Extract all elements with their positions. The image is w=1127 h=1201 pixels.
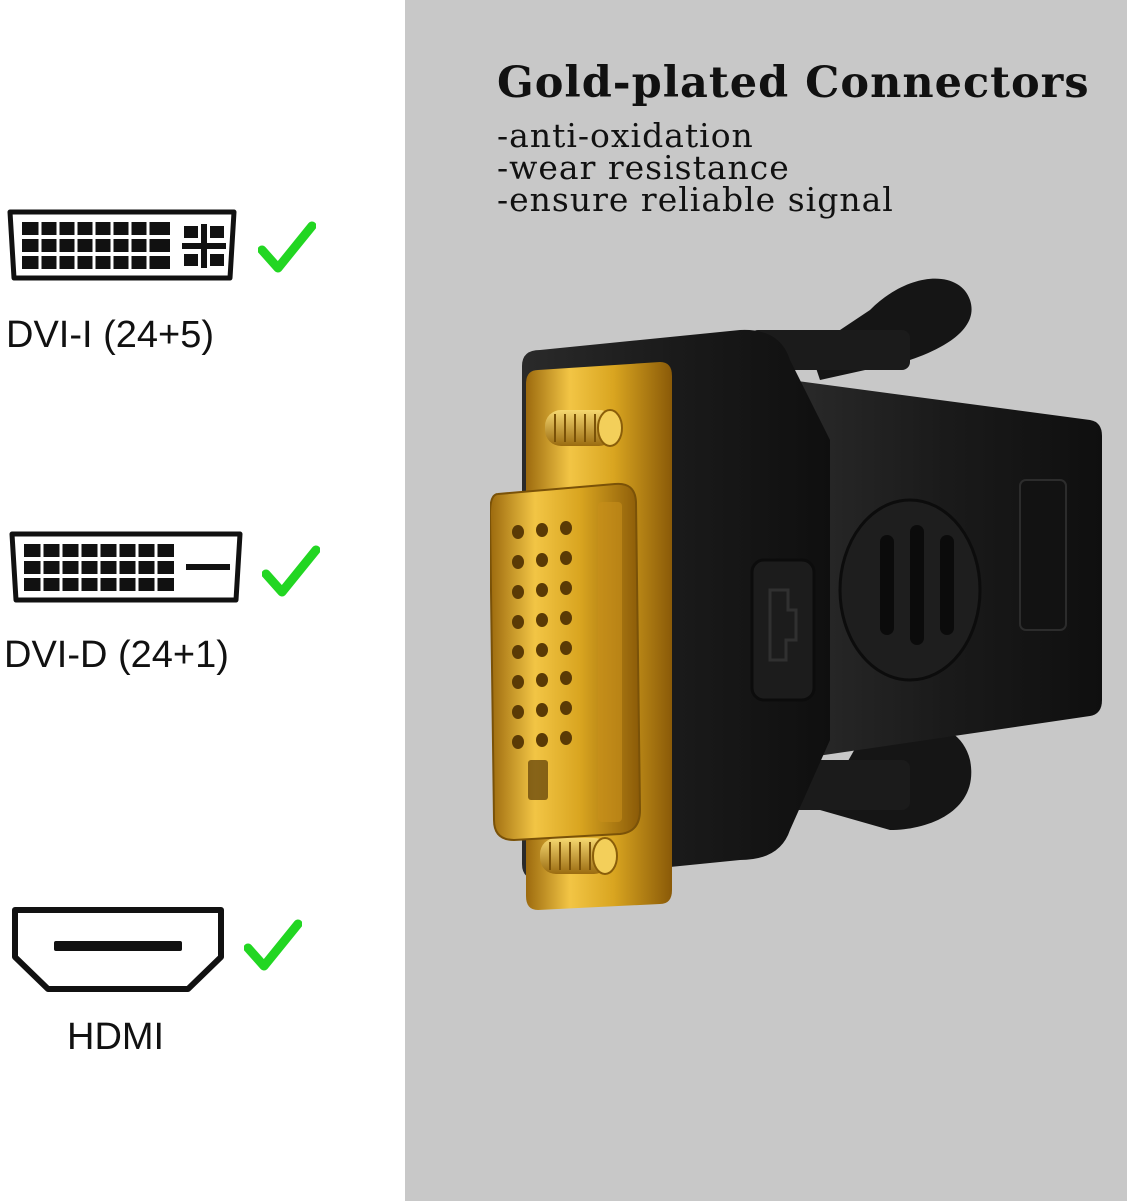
check-icon	[258, 221, 316, 273]
dvi-d-connector-icon	[9, 531, 243, 603]
dvi-i-connector-icon	[7, 209, 237, 281]
hdmi-connector-icon	[12, 907, 224, 992]
feature-item: -wear resistance	[497, 148, 790, 187]
feature-item: -anti-oxidation	[497, 116, 754, 155]
dvi-d-label: DVI-D (24+1)	[4, 634, 229, 676]
compatibility-panel: DVI-I (24+5) DVI-D (24+1) HDMI	[0, 0, 405, 1201]
check-icon	[262, 545, 320, 597]
dvi-hdmi-adapter-image	[490, 278, 1102, 910]
check-icon	[244, 919, 302, 971]
feature-item: -ensure reliable signal	[497, 180, 894, 219]
hdmi-label: HDMI	[67, 1016, 165, 1058]
feature-list: -anti-oxidation -wear resistance -ensure…	[497, 116, 894, 219]
dvi-i-label: DVI-I (24+5)	[6, 314, 215, 356]
headline: Gold-plated Connectors	[497, 58, 1090, 108]
